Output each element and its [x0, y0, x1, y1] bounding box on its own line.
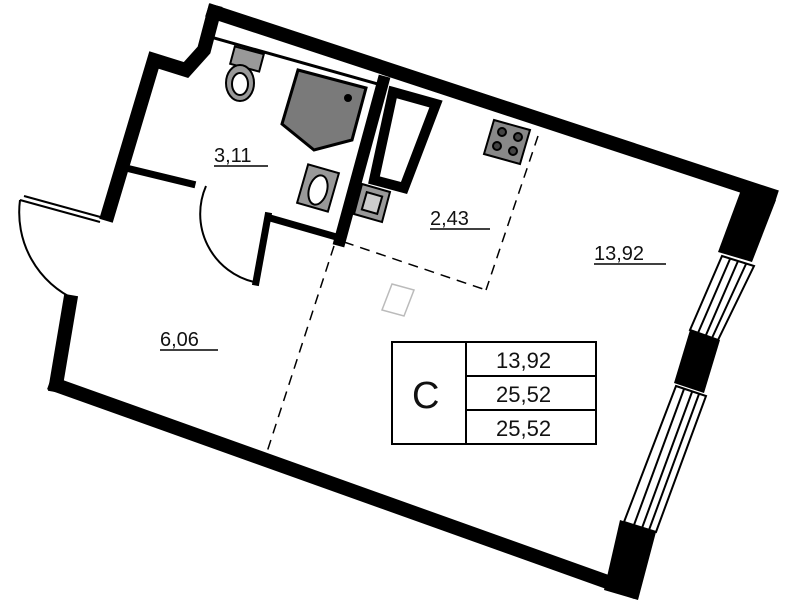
wall-east-top-block — [718, 190, 776, 262]
shower-tray — [280, 68, 368, 152]
wall-south — [47, 376, 639, 599]
fixtures — [225, 45, 532, 317]
wall-east-bottom-block — [604, 520, 656, 600]
entrance-door-leaf — [19, 199, 101, 223]
stove-icon — [482, 118, 532, 166]
hall-area: 6,06 — [160, 329, 199, 351]
bathroom-door-swing — [199, 185, 255, 283]
wall-north-return — [99, 3, 223, 223]
total-area-value: 25,52 — [496, 382, 551, 407]
toilet-icon — [225, 45, 266, 102]
interior-walls — [121, 36, 443, 287]
window-lower — [622, 384, 708, 534]
bathroom-sink-icon — [295, 163, 341, 213]
kitchen-cabinet — [368, 85, 443, 194]
fridge-outline — [381, 283, 415, 317]
area-labels: 3,11 2,43 13,92 6,06 — [160, 145, 666, 351]
wall-north — [205, 3, 779, 204]
kitchen-sink-icon — [352, 182, 392, 224]
kitchen-area: 2,43 — [430, 208, 469, 230]
bath-partition-right — [332, 74, 391, 248]
bath-wall-bottom — [265, 213, 345, 243]
total-area-value-2: 25,52 — [496, 416, 551, 441]
summary-table: С 13,92 25,52 25,52 — [391, 341, 597, 445]
bath-top-inner — [212, 36, 387, 88]
wall-east-mid-block — [674, 330, 720, 393]
apartment-type: С — [412, 375, 439, 417]
window-upper — [688, 254, 756, 342]
kitchen-divider-bottom — [343, 241, 487, 291]
zone-dividers — [265, 135, 539, 456]
bathroom-area: 3,11 — [214, 145, 251, 167]
wall-west-lower — [47, 293, 79, 394]
doors — [18, 185, 255, 301]
entrance-door-swing — [18, 199, 77, 301]
hall-living-divider — [265, 245, 335, 456]
living-area-value: 13,92 — [496, 348, 551, 373]
bath-wall-lower-left — [251, 211, 273, 287]
bath-wall-left — [121, 163, 197, 189]
right-wall — [604, 190, 776, 600]
shower-drain — [344, 94, 352, 102]
living-area: 13,92 — [594, 243, 644, 265]
walls — [47, 3, 779, 599]
